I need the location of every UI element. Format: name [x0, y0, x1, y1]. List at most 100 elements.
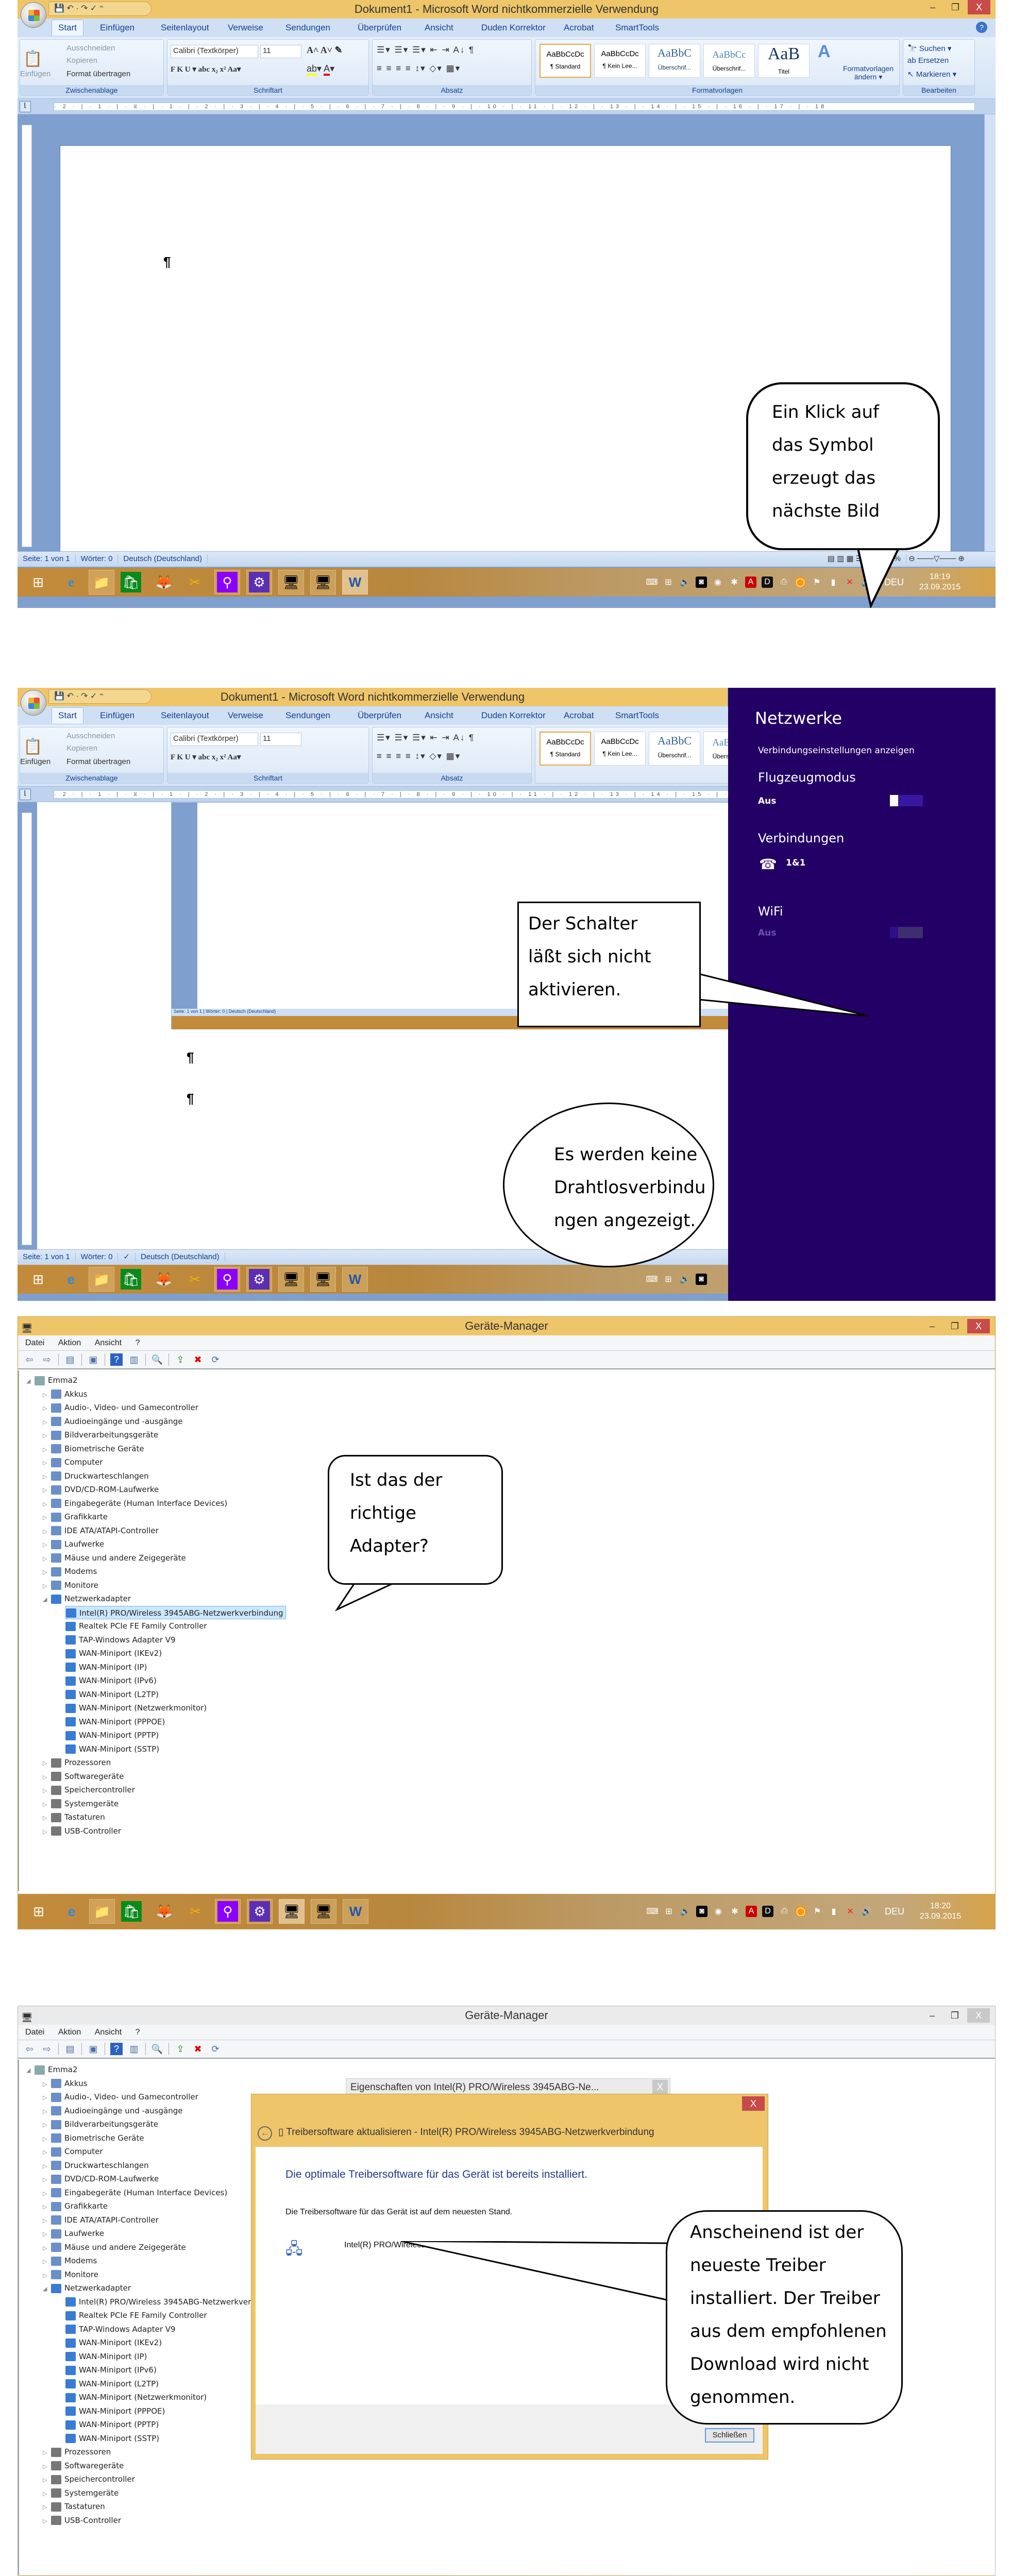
restore-button[interactable]: ❐ [950, 1321, 959, 1331]
action-pane-icon[interactable]: ▥ [129, 2043, 139, 2054]
vertical-scrollbar[interactable] [984, 114, 996, 551]
file-explorer-icon[interactable]: 📁 [89, 1267, 114, 1292]
tab-acrobat[interactable]: Acrobat [564, 710, 594, 720]
tree-category[interactable]: ▷Mäuse und andere Zeigegeräte [43, 2242, 186, 2252]
tree-category[interactable]: ▷Audioeingänge und -ausgänge [43, 1416, 183, 1426]
forward-icon[interactable]: ⇨ [43, 1354, 51, 1365]
tab-verweise[interactable]: Verweise [228, 23, 263, 32]
help-icon[interactable]: ? [976, 22, 987, 33]
tree-category[interactable]: ▷Eingabegeräte (Human Interface Devices) [43, 2188, 228, 2197]
tools-icon[interactable]: ✂ [189, 574, 200, 590]
tab-ueberpruefen[interactable]: Überprüfen [358, 23, 402, 32]
tree-network-adapter[interactable]: WAN-Miniport (IP) [65, 2350, 147, 2363]
properties-close-button[interactable]: X [652, 2080, 668, 2095]
tree-network-adapter[interactable]: WAN-Miniport (PPPOE) [65, 2404, 165, 2418]
tray-printer-icon[interactable]: ⎙ [781, 1907, 788, 1916]
tree-category-netzwerkadapter[interactable]: ◢Netzwerkadapter [43, 2283, 131, 2293]
tray-battery-icon[interactable]: ▮ [831, 1907, 836, 1916]
file-explorer-icon[interactable]: 📁 [89, 1899, 115, 1924]
tree-category[interactable]: ▷Biometrische Geräte [43, 1444, 144, 1453]
store-icon[interactable]: 🛍 [121, 1269, 141, 1290]
tree-network-adapter[interactable]: WAN-Miniport (Netzwerkmonitor) [65, 2391, 207, 2404]
tree-category[interactable]: ▷Mäuse und andere Zeigegeräte [43, 1553, 186, 1563]
tree-category[interactable]: ▷Druckwarteschlangen [43, 2160, 149, 2170]
word-icon[interactable]: W [342, 1267, 368, 1292]
settings-icon[interactable]: ⚙ [246, 570, 272, 595]
tab-ueberpruefen[interactable]: Überprüfen [358, 710, 402, 720]
tree-network-adapter[interactable]: WAN-Miniport (PPTP) [65, 2418, 159, 2431]
close-dialog-button[interactable]: Schließen [705, 2428, 754, 2443]
tools-icon[interactable]: ✂ [190, 1903, 201, 1919]
restore-button[interactable]: ❐ [950, 2010, 959, 2021]
firefox-icon[interactable]: 🦊 [155, 1271, 173, 1287]
tray-speaker-icon[interactable]: 🔈 [680, 1907, 690, 1916]
font-format-buttons[interactable]: F K U ▾ abc x₂ x² Aa▾ [171, 753, 241, 761]
tray-adobe-icon[interactable]: A [745, 577, 756, 588]
firefox-icon[interactable]: 🦊 [155, 574, 173, 590]
quick-access-toolbar[interactable]: 💾 ↶ · ↷ ✓ ⁼ [48, 2, 151, 16]
ruler-scale[interactable]: · 2 · | · 1 · | · ⧖ · | · 1 · | · 2 · | … [54, 103, 975, 111]
tab-duden-korrektor[interactable]: Duden Korrektor [481, 23, 546, 32]
style-standard[interactable]: AaBbCcDc¶ Standard [540, 44, 591, 78]
properties-icon[interactable]: ▣ [89, 1354, 98, 1365]
tree-network-adapter[interactable]: WAN-Miniport (Netzwerkmonitor) [65, 1701, 207, 1715]
tab-einfuegen[interactable]: Einfügen [100, 710, 135, 720]
tray-globe-icon[interactable]: ◉ [714, 578, 721, 587]
ie-icon[interactable]: e [68, 1903, 76, 1919]
tab-ansicht[interactable]: Ansicht [425, 23, 453, 32]
copy-button[interactable]: Kopieren [66, 744, 98, 753]
tray-adobe-icon[interactable]: A [746, 1906, 757, 1917]
show-hide-console-tree-icon[interactable]: ▤ [65, 1354, 75, 1365]
settings-icon[interactable]: ⚙ [246, 1267, 272, 1292]
tab-sendungen[interactable]: Sendungen [285, 710, 330, 720]
tab-seitenlayout[interactable]: Seitenlayout [161, 23, 209, 32]
minimize-button[interactable]: – [929, 2010, 935, 2021]
menu-help[interactable]: ? [135, 1338, 140, 1347]
properties-icon[interactable]: ▣ [89, 2043, 98, 2054]
tray-globe-icon[interactable]: ◉ [715, 1907, 722, 1916]
tray-network-share-icon[interactable]: ✱ [731, 1907, 738, 1916]
font-format-buttons[interactable]: F K U ▾ abc x₂ x² Aa▾ [171, 65, 241, 74]
tree-category[interactable]: ▷IDE ATA/ATAPI-Controller [43, 1526, 159, 1535]
device-manager-icon[interactable]: 🖥 [278, 1267, 304, 1292]
tree-network-adapter[interactable]: WAN-Miniport (IP) [65, 1660, 147, 1674]
font-name-dropdown[interactable]: Calibri (Textkörper) [171, 45, 258, 58]
word-icon[interactable]: W [343, 1899, 368, 1924]
tray-windows-icon[interactable]: ⊞ [665, 1907, 672, 1916]
select-button[interactable]: ↖ Markieren ▾ [907, 70, 957, 79]
proofing-icon[interactable]: ✓ [118, 1252, 136, 1261]
firefox-icon[interactable]: 🦊 [156, 1903, 173, 1919]
dialog-close-button[interactable]: X [742, 2096, 765, 2111]
tree-category[interactable]: ▷Audio-, Video- und Gamecontroller [43, 1403, 198, 1413]
tray-camera-icon[interactable]: ◙ [696, 577, 707, 588]
tree-category[interactable]: ▷Eingabegeräte (Human Interface Devices) [43, 1498, 228, 1508]
tab-selector[interactable]: ⌊ [20, 789, 31, 800]
tree-network-adapter[interactable]: WAN-Miniport (PPPOE) [65, 1715, 165, 1728]
tree-category[interactable]: ▷DVD/CD-ROM-Laufwerke [43, 1485, 159, 1495]
tree-category[interactable]: ▷Speichercontroller [43, 2475, 135, 2484]
tray-volume-icon[interactable]: 🔊 [862, 1907, 872, 1916]
close-button[interactable]: X [967, 1319, 990, 1333]
style-standard[interactable]: AaBbCcDc¶ Standard [540, 732, 591, 766]
tray-windows-icon[interactable]: ⊞ [665, 578, 672, 587]
grow-shrink-font-icons[interactable]: A˄ A˅ ✎ [307, 45, 343, 55]
tree-network-adapter[interactable]: Realtek PCIe FE Family Controller [65, 2309, 207, 2322]
office-button[interactable] [21, 690, 46, 716]
list-indent-buttons[interactable]: ☰▾ ☰▾ ☰▾ ⇤ ⇥ A↓ ¶ [377, 733, 475, 742]
font-name-dropdown[interactable]: Calibri (Textkörper) [171, 733, 258, 746]
update-driver-icon[interactable]: ⇪ [176, 1354, 184, 1365]
tree-network-adapter[interactable]: WAN-Miniport (IKEv2) [65, 2336, 162, 2349]
airplane-mode-toggle[interactable] [890, 795, 923, 806]
search-app-icon[interactable]: ⚲ [215, 1899, 241, 1924]
tray-speaker-icon[interactable]: 🔈 [680, 578, 690, 587]
device-manager-icon-2[interactable]: 🖥 [311, 1899, 336, 1924]
tab-acrobat[interactable]: Acrobat [564, 23, 594, 32]
tree-network-adapter[interactable]: Intel(R) PRO/Wireless 3945ABG-Netzwerkve… [65, 1605, 286, 1619]
help-icon[interactable]: ? [110, 1353, 123, 1366]
office-button[interactable] [21, 2, 46, 28]
tray-network-share-icon[interactable]: ✱ [731, 578, 738, 587]
connection-1und1[interactable]: 1&1 [786, 858, 806, 868]
search-app-icon[interactable]: ⚲ [214, 1267, 240, 1292]
